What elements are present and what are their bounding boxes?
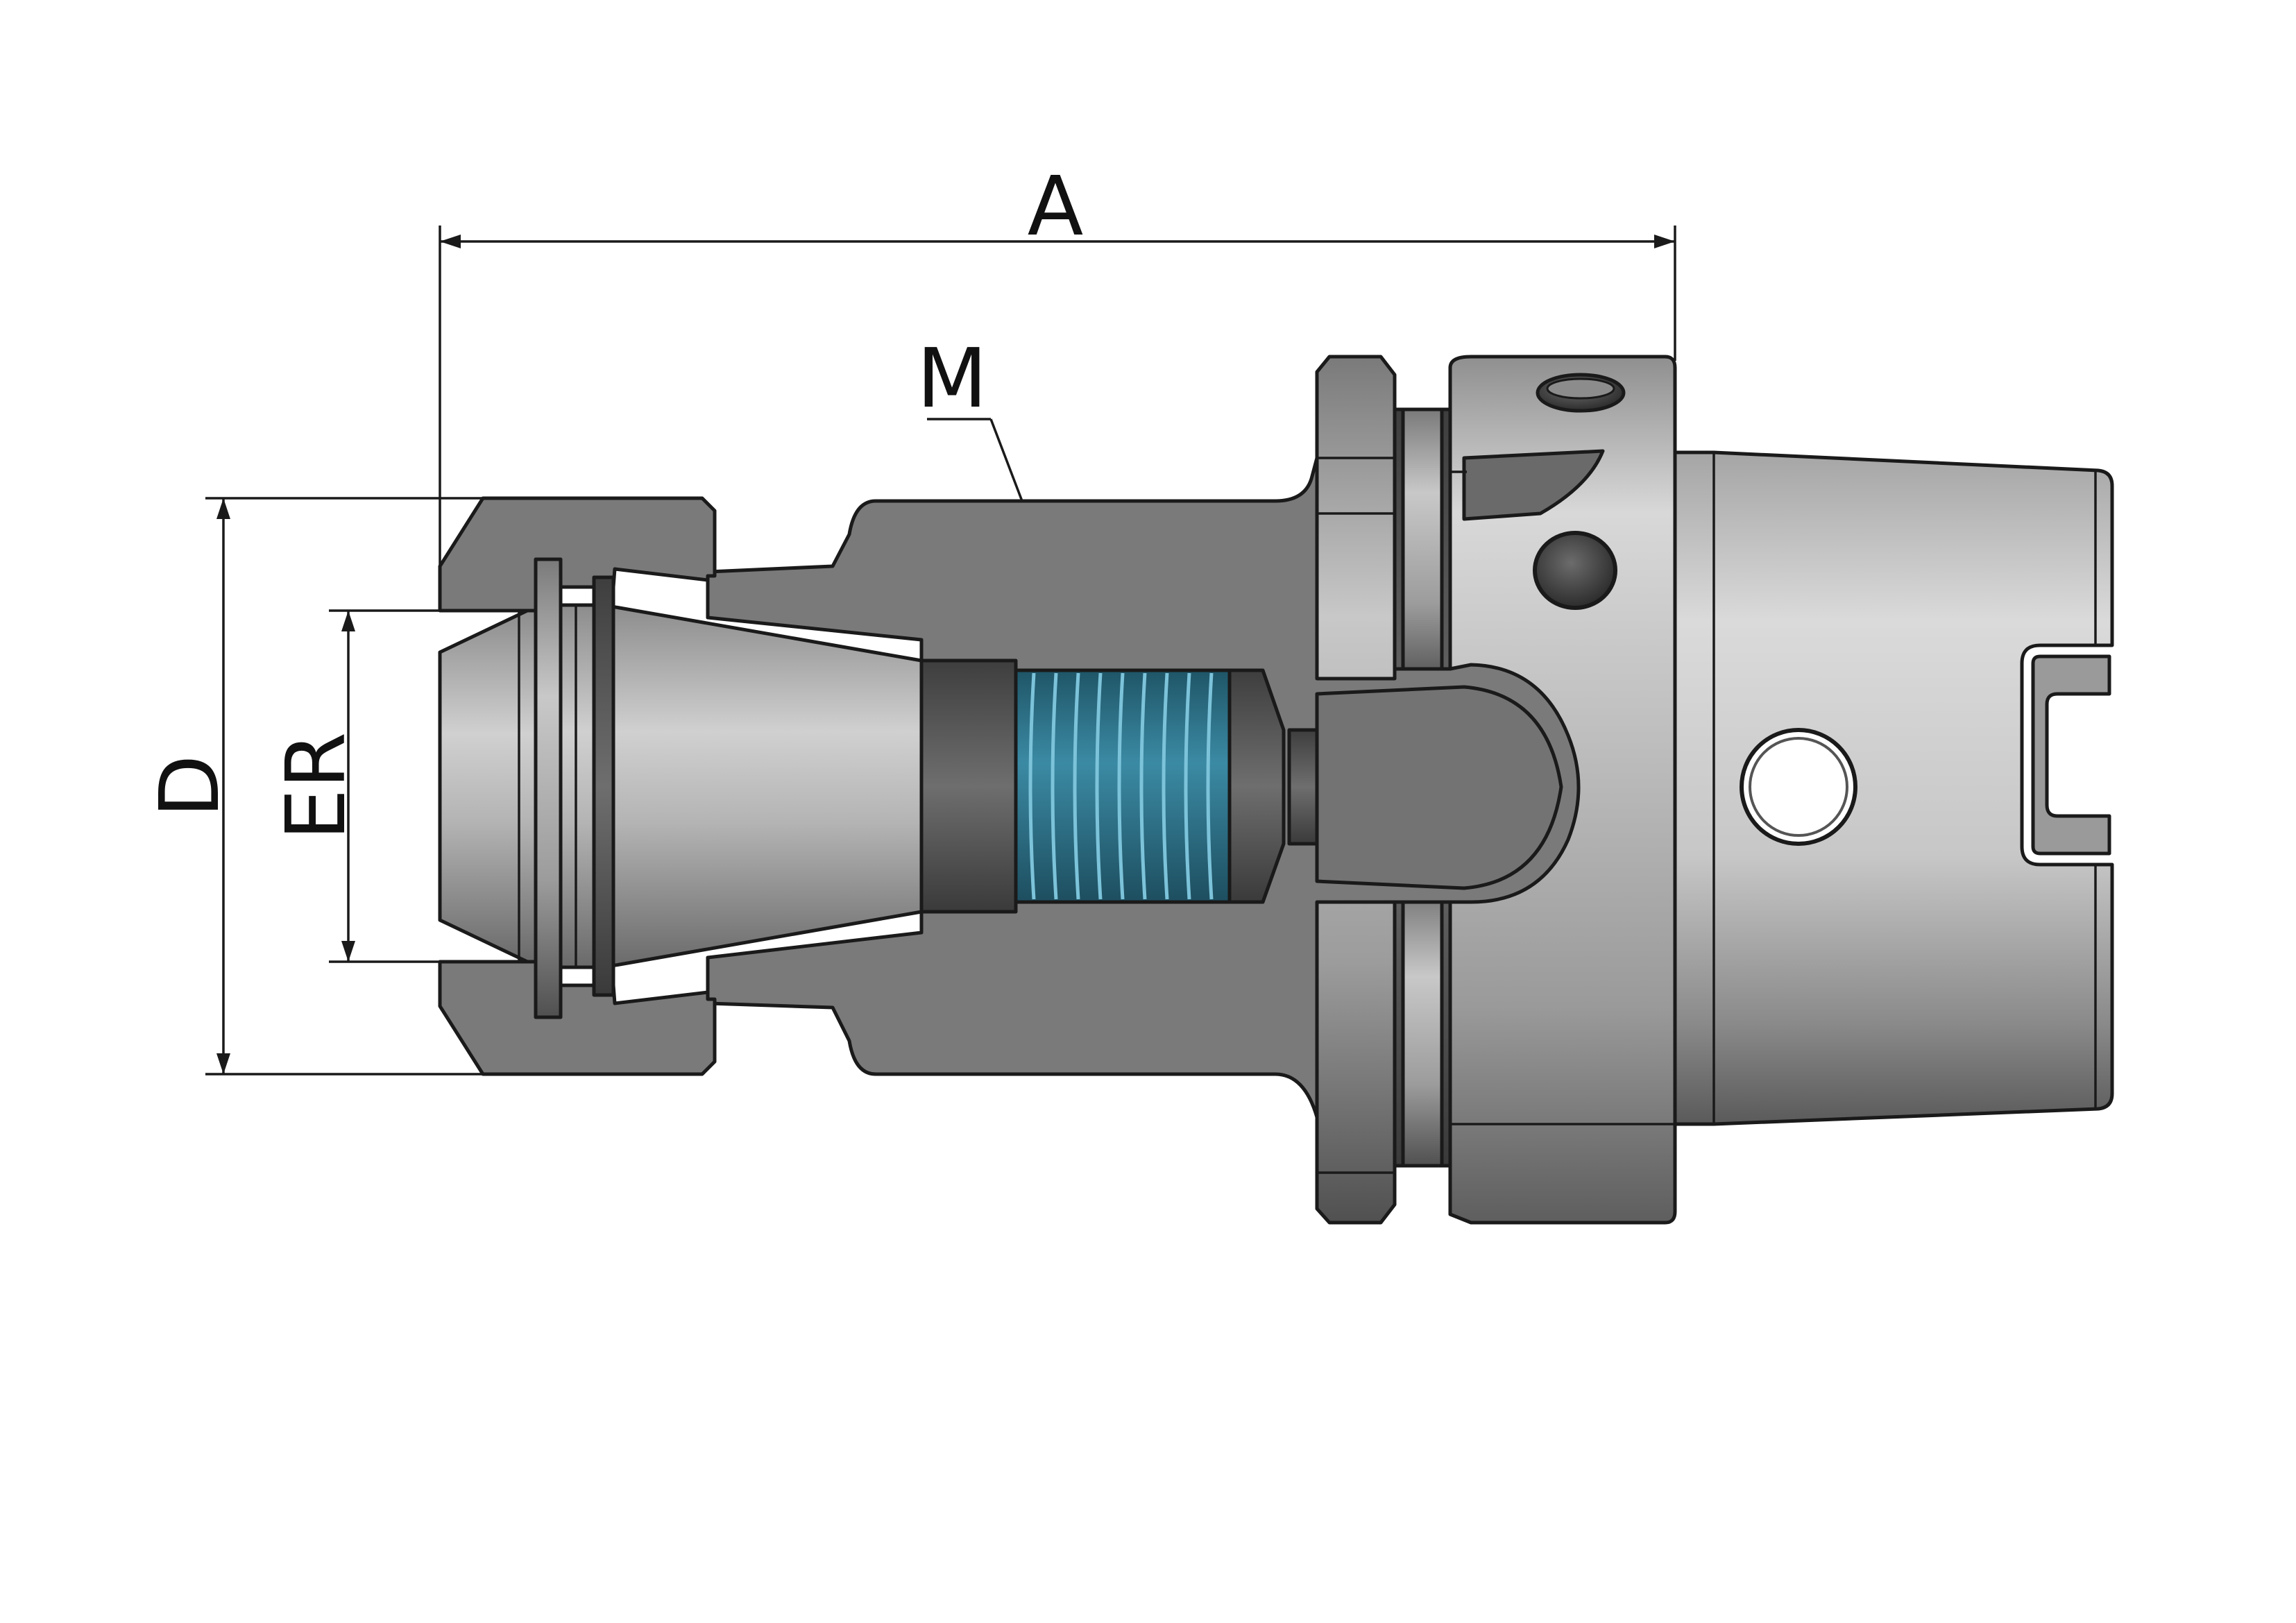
dimension-d: D [142, 497, 483, 1076]
dimension-er: ER [268, 609, 527, 963]
dimension-m-leader: M [917, 330, 1112, 733]
threaded-insert [919, 658, 1286, 914]
taper-shank [1673, 450, 2114, 1126]
collet [438, 557, 924, 1019]
collet-nut [438, 496, 717, 1076]
dimension-a: A [439, 158, 1676, 569]
cross-hole [1740, 728, 1857, 846]
label-er: ER [268, 732, 364, 841]
label-d: D [142, 755, 237, 818]
label-a: A [1028, 158, 1084, 254]
label-m: M [917, 330, 987, 426]
thread-lines [1028, 672, 1214, 900]
